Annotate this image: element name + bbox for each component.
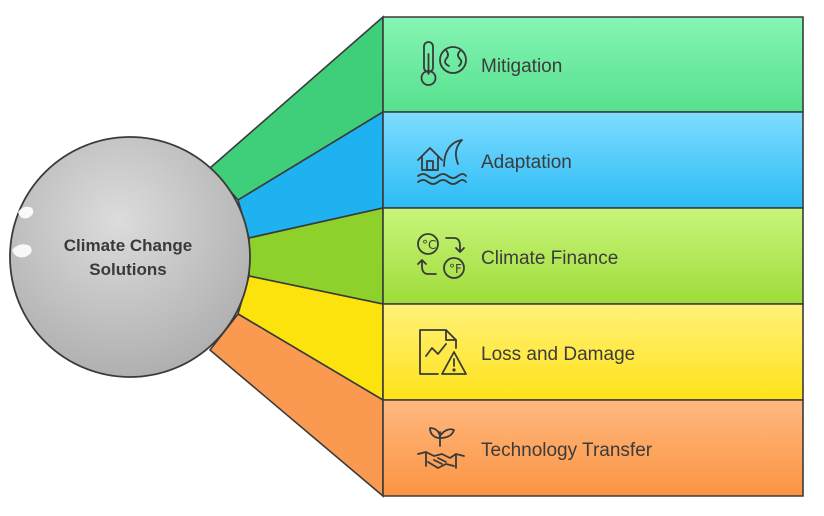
hub-circle — [9, 136, 251, 378]
band-adaptation[interactable]: Adaptation — [237, 110, 804, 239]
band-climate-finance[interactable]: °C °F Climate Finance — [248, 207, 804, 305]
band-technology-transfer[interactable]: Technology Transfer — [208, 312, 804, 498]
house-wave-icon — [417, 139, 467, 185]
svg-text:°C: °C — [422, 238, 436, 252]
band-loss-and-damage[interactable]: Loss and Damage — [237, 275, 804, 402]
band-label-loss-and-damage: Loss and Damage — [481, 344, 635, 365]
chart-warning-icon — [419, 329, 467, 375]
temperature-exchange-icon: °C °F — [417, 233, 465, 279]
band-label-mitigation: Mitigation — [481, 56, 562, 77]
band-bar-technology-transfer — [382, 399, 804, 497]
band-mitigation[interactable]: Mitigation — [208, 15, 804, 202]
hub-title-line1: Climate Change — [64, 236, 192, 255]
hub-highlight-marks — [12, 206, 34, 258]
band-bar-adaptation — [382, 111, 804, 209]
band-label-technology-transfer: Technology Transfer — [481, 440, 653, 461]
band-label-adaptation: Adaptation — [481, 152, 572, 173]
band-label-climate-finance: Climate Finance — [481, 248, 618, 269]
hub-title-line2: Solutions — [89, 260, 166, 279]
handshake-plant-icon — [417, 427, 465, 469]
hub[interactable]: Climate Change Solutions — [9, 136, 251, 378]
svg-text:°F: °F — [449, 262, 462, 276]
thermometer-globe-icon — [420, 41, 467, 86]
